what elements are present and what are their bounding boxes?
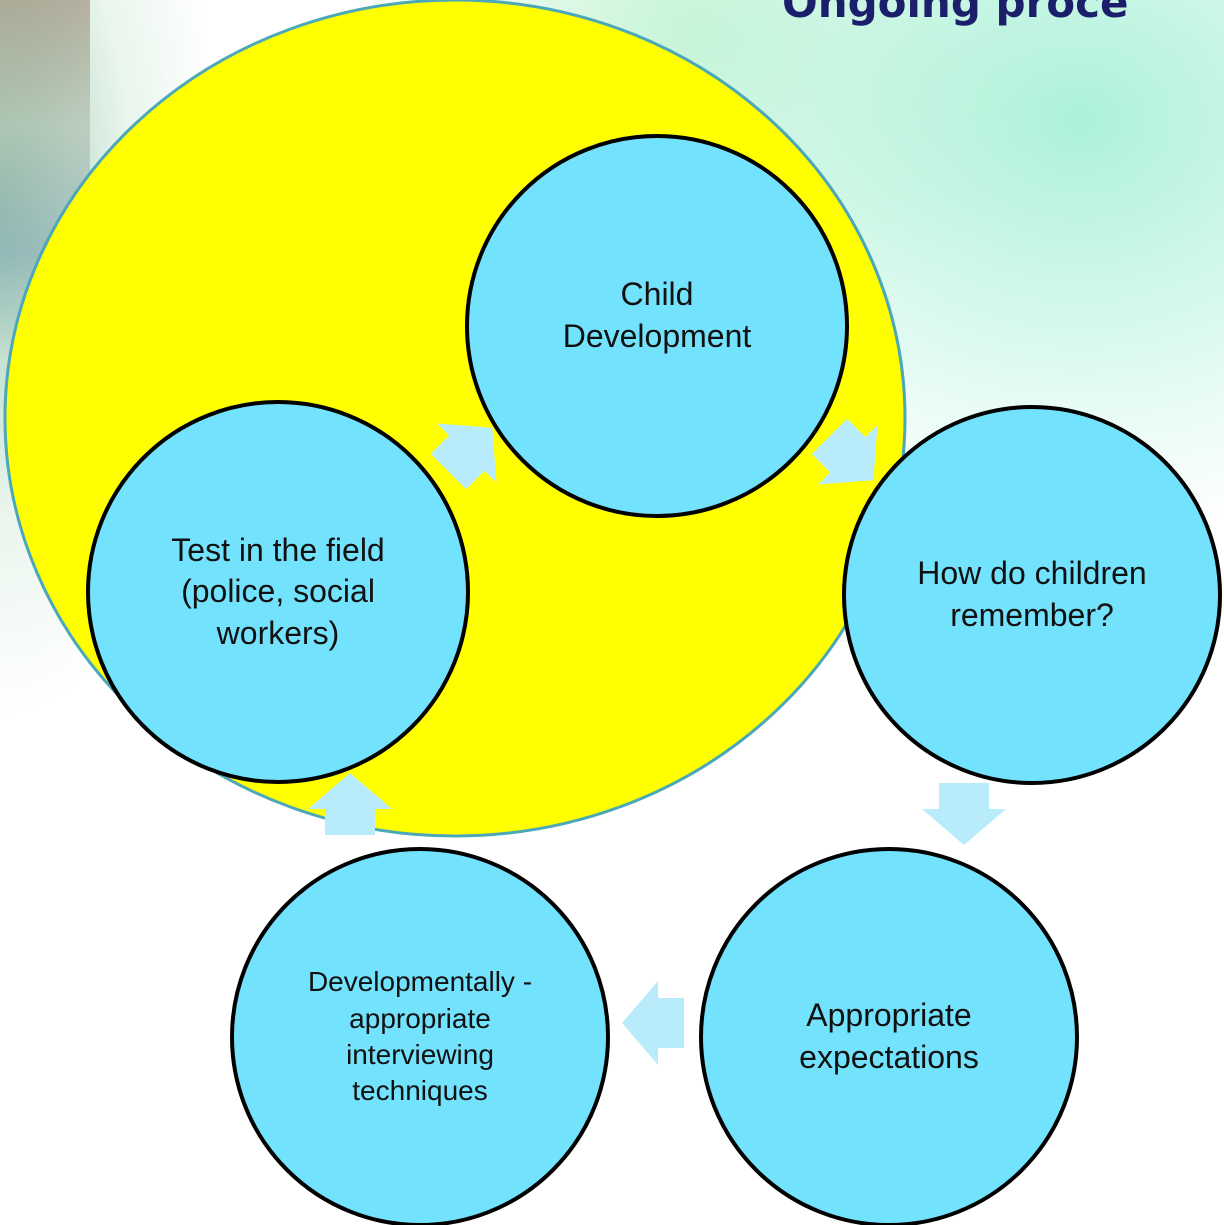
- test-in-the-field-label: Test in the field (police, social worker…: [171, 531, 385, 651]
- node-test-in-the-field: [86, 400, 470, 784]
- how-do-children-remember-label: How do children remember?: [917, 555, 1147, 633]
- appropriate-expectations-label: Appropriate expectations: [799, 997, 979, 1075]
- arrow-techniques-to-test: [308, 773, 392, 835]
- arrow-child-development-to-remember: [811, 418, 878, 485]
- arrow-test-to-child-development: [430, 423, 497, 490]
- arrow-remember-to-expectations: [922, 783, 1006, 845]
- child-development-label: Child Development: [562, 276, 752, 354]
- arrow-expectations-to-techniques: [622, 981, 684, 1065]
- slide-title: Ongoing proce: [782, 0, 1129, 27]
- node-interviewing-techniques: [230, 847, 610, 1225]
- node-appropriate-expectations: [699, 847, 1079, 1225]
- node-how-do-children-remember: [842, 405, 1222, 785]
- node-child-development: [465, 134, 849, 518]
- interviewing-techniques-label: Developmentally -appropriate interviewin…: [307, 966, 533, 1107]
